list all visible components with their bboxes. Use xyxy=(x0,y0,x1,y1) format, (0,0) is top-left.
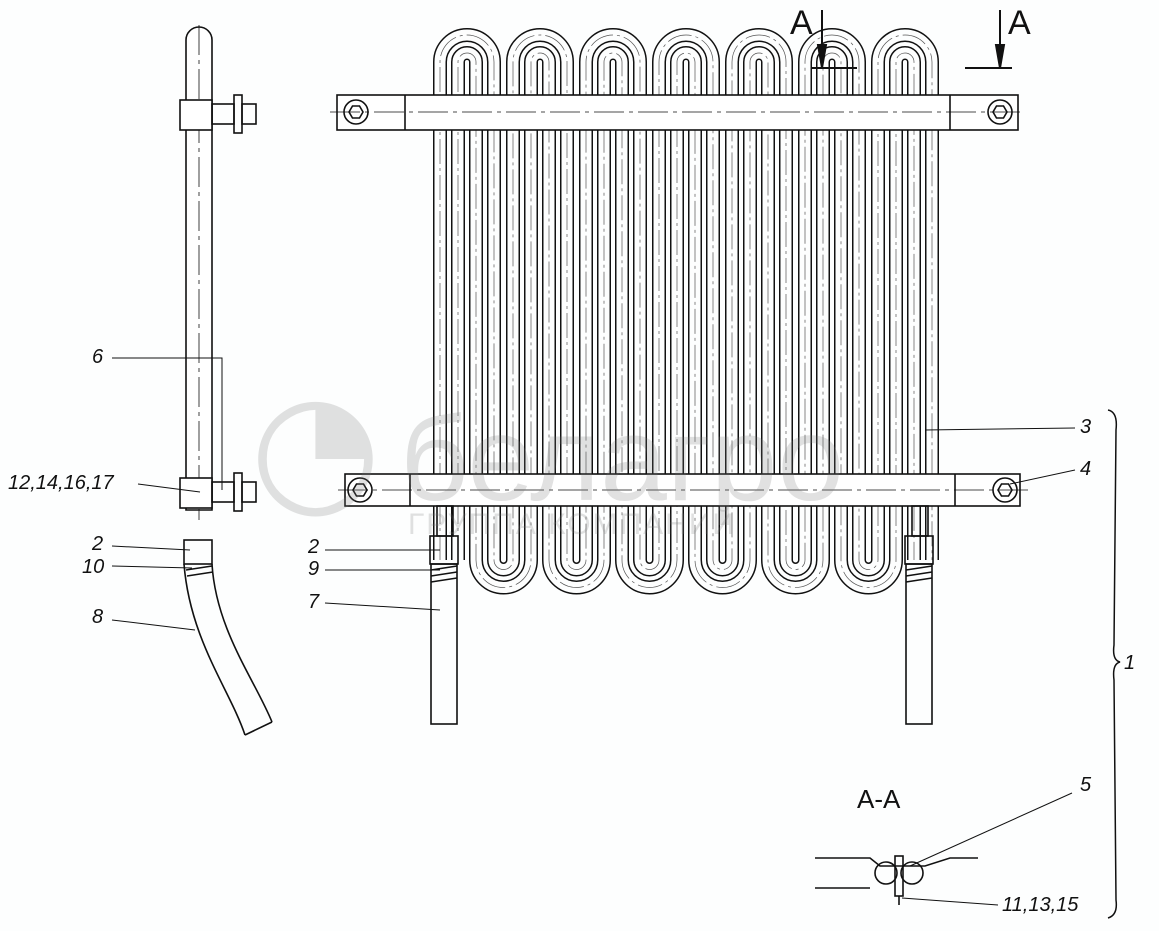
callout-1: 1 xyxy=(1124,652,1136,674)
callout-8: 8 xyxy=(92,606,104,628)
coil-outer-centerline xyxy=(439,34,933,570)
section-title: A-A xyxy=(857,784,901,814)
watermark-logo: ◔ xyxy=(250,360,381,534)
coil-tubes xyxy=(433,28,939,595)
coil-inner xyxy=(452,47,920,593)
section-mark-right: A xyxy=(1008,4,1031,42)
top-mounting-bar xyxy=(330,94,1025,131)
callout-10: 10 xyxy=(82,556,105,578)
callout-7: 7 xyxy=(308,591,320,613)
callout-9: 9 xyxy=(308,558,320,580)
callout-5: 5 xyxy=(1080,774,1092,796)
outlet-pipe-left xyxy=(429,505,459,725)
callout-4: 4 xyxy=(1080,458,1092,480)
callout-6: 6 xyxy=(92,346,104,368)
section-markers xyxy=(812,10,1012,69)
callout-11-13-15: 11,13,15 xyxy=(1002,894,1079,916)
side-view-pipe xyxy=(179,25,273,736)
bottom-mounting-bar xyxy=(338,473,1028,507)
outlet-pipe-right xyxy=(904,505,934,725)
section-aa-detail xyxy=(815,855,978,905)
callout-3: 3 xyxy=(1080,416,1092,438)
section-mark-left: A xyxy=(790,4,813,42)
callout-12-14-16-17: 12,14,16,17 xyxy=(8,472,114,494)
leader-lines xyxy=(111,357,1121,919)
watermark-brand: белагро xyxy=(400,392,845,526)
watermark-subtitle: ГРУППА КОМПАНИЙ xyxy=(408,508,736,541)
callout-2-mid: 2 xyxy=(308,536,320,558)
callout-2-left: 2 xyxy=(92,533,104,555)
